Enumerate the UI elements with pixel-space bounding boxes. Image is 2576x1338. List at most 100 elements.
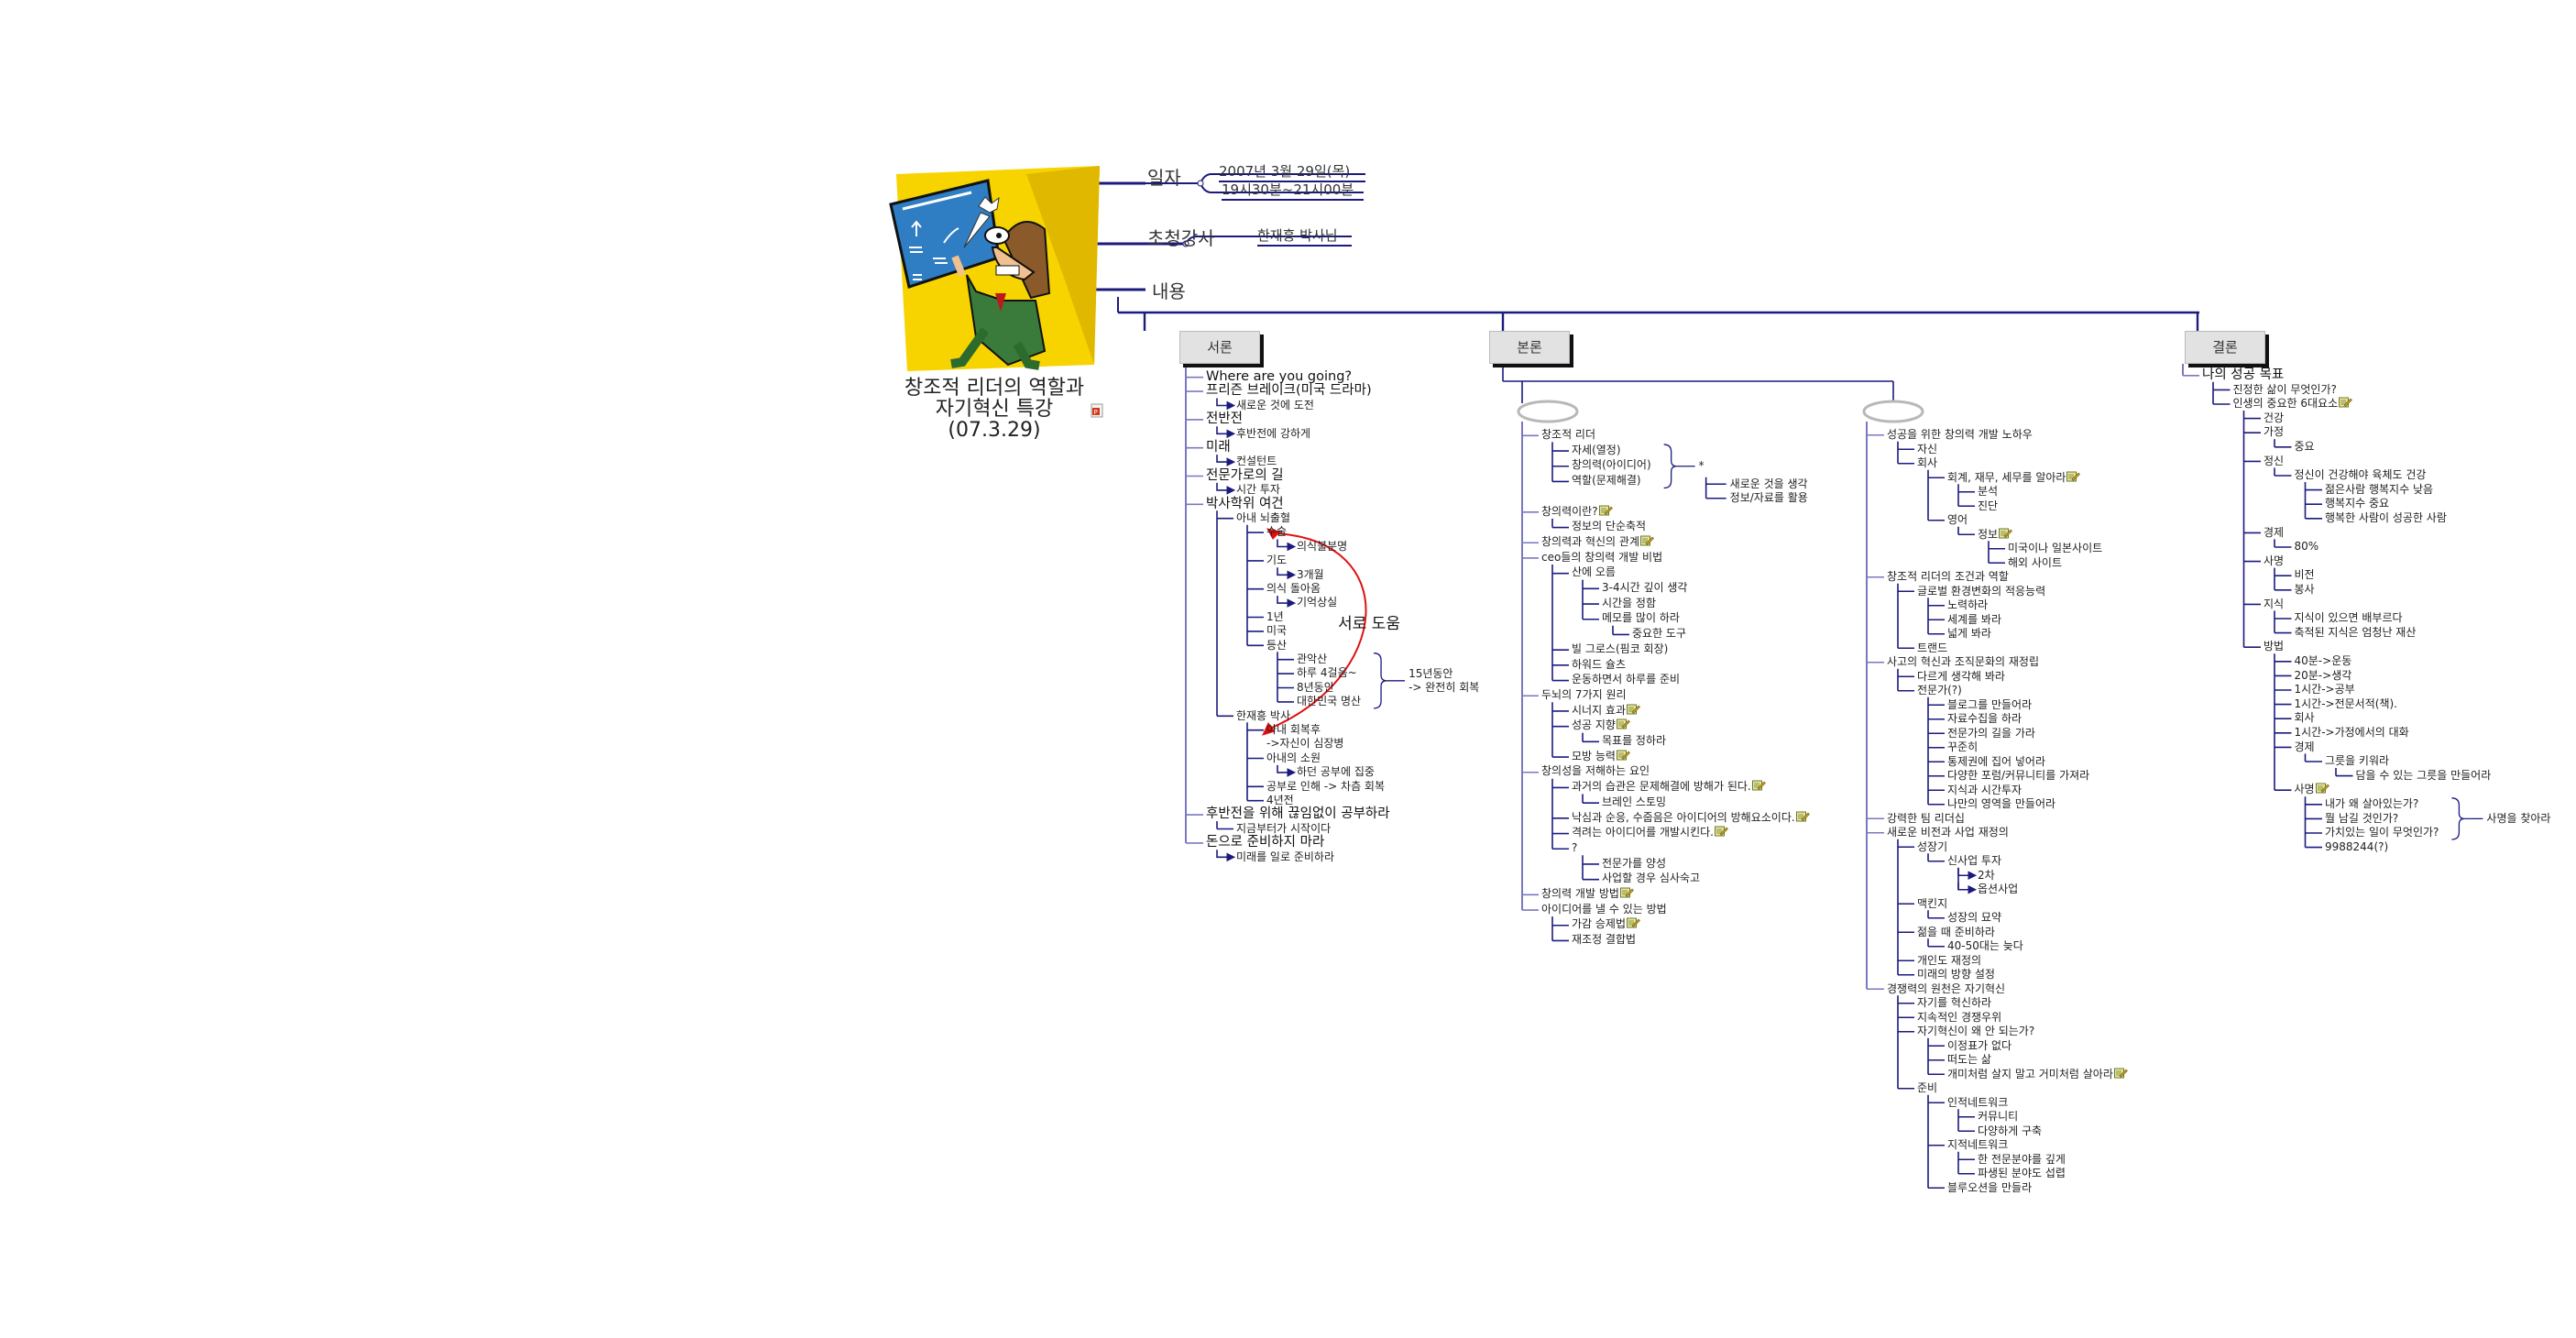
topic[interactable]: 재조정 결합법 xyxy=(1572,933,1636,947)
topic[interactable]: 박사학위 여건 xyxy=(1206,497,1284,512)
topic[interactable]: Where are you going? xyxy=(1206,369,1352,385)
topic[interactable]: 정보/자료를 활용 xyxy=(1729,491,1808,505)
topic[interactable]: 한 전문분야를 깊게 xyxy=(1978,1153,2066,1167)
topic[interactable]: 사고의 혁신과 조직문화의 재정립 xyxy=(1887,655,2039,669)
topic-content[interactable]: 내용 xyxy=(1152,280,1186,302)
topic[interactable]: 이정표가 없다 xyxy=(1947,1039,2011,1053)
topic[interactable]: 미국 xyxy=(1266,624,1287,638)
summary-topic[interactable]: 15년동안-> 완전히 회복 xyxy=(1409,667,1479,695)
topic[interactable]: 전문가(?) xyxy=(1917,684,1962,697)
topic[interactable]: 경제 xyxy=(2295,740,2315,754)
topic[interactable]: 등산 xyxy=(1266,639,1287,653)
topic[interactable]: 자기혁신이 왜 안 되는가? xyxy=(1917,1025,2034,1038)
topic[interactable]: 떠도는 삶 xyxy=(1947,1053,1991,1067)
topic[interactable]: 개인도 재정의 xyxy=(1917,954,1981,968)
topic[interactable]: ? xyxy=(1572,841,1577,855)
topic[interactable]: 사명 xyxy=(2295,783,2329,796)
topic[interactable]: 분석 xyxy=(1978,485,1998,499)
topic[interactable]: 미래의 방향 설정 xyxy=(1917,968,1995,982)
note-icon[interactable] xyxy=(2315,783,2329,794)
topic[interactable]: 아내 회복후->자신이 심장병 xyxy=(1266,723,1343,751)
topic[interactable]: 나의 성공 목표 xyxy=(2202,367,2284,383)
topic[interactable]: 의식 돌아옴 xyxy=(1266,582,1321,596)
topic[interactable]: 목표를 정하라 xyxy=(1602,734,1666,748)
topic[interactable]: 건강 xyxy=(2264,411,2284,425)
relationship-label[interactable]: 서로 도움 xyxy=(1338,615,1400,633)
topic[interactable]: 사업할 경우 심사숙고 xyxy=(1602,872,1700,885)
topic[interactable]: 1시간->가정에서의 대화 xyxy=(2295,726,2409,740)
topic[interactable]: 정신 xyxy=(2264,455,2284,468)
topic[interactable]: 신사업 투자 xyxy=(1947,854,2001,868)
note-icon[interactable] xyxy=(2066,471,2081,482)
topic[interactable]: 80% xyxy=(2295,540,2319,554)
topic[interactable]: 축적된 지식은 엄청난 재산 xyxy=(2295,626,2417,640)
topic[interactable]: 미래 xyxy=(1206,440,1231,455)
topic[interactable]: 창조적 리더 xyxy=(1541,428,1595,442)
note-icon[interactable] xyxy=(1627,704,1640,715)
floating-topic-ellipse[interactable] xyxy=(1517,400,1579,423)
topic[interactable]: 시간 투자 xyxy=(1236,483,1280,497)
topic[interactable]: 창조적 리더의 조건과 역할 xyxy=(1887,570,2009,584)
topic[interactable]: 행복한 사람이 성공한 사람 xyxy=(2325,511,2447,525)
topic[interactable]: 지식이 있으면 배부르다 xyxy=(2295,611,2403,625)
topic[interactable]: 나만의 영역을 만들어라 xyxy=(1947,797,2055,811)
topic[interactable]: 인적네트워크 xyxy=(1947,1096,2008,1110)
topic[interactable]: 관악산 xyxy=(1297,653,1327,666)
topic[interactable]: 40-50대는 늦다 xyxy=(1947,939,2023,953)
topic[interactable]: 비전 xyxy=(2295,568,2315,582)
floating-topic-ellipse[interactable] xyxy=(1862,400,1924,423)
topic[interactable]: 모방 능력 xyxy=(1572,750,1630,763)
topic[interactable]: 새로운 것에 도전 xyxy=(1236,399,1314,412)
topic[interactable]: 지식과 시간투자 xyxy=(1947,784,2022,797)
topic[interactable]: 가치있는 일이 무엇인가? xyxy=(2325,826,2439,839)
speaker-value[interactable]: 한재흥 박사님 xyxy=(1257,227,1338,244)
topic[interactable]: 봉사 xyxy=(2295,583,2315,597)
topic[interactable]: 사명 xyxy=(2264,554,2284,568)
powerpoint-file-icon[interactable]: P xyxy=(1091,403,1103,418)
topic[interactable]: 미래를 일로 준비하라 xyxy=(1236,850,1334,864)
topic[interactable]: 1시간->공부 xyxy=(2295,683,2355,696)
topic[interactable]: 메모를 많이 하라 xyxy=(1602,611,1680,625)
topic[interactable]: 글로벌 환경변화의 적응능력 xyxy=(1917,585,2045,598)
topic[interactable]: 해외 사이트 xyxy=(2008,556,2062,570)
topic[interactable]: 시간을 정함 xyxy=(1602,597,1656,610)
topic[interactable]: 성공을 위한 창의력 개발 노하우 xyxy=(1887,428,2033,442)
note-icon[interactable] xyxy=(1640,535,1654,546)
topic[interactable]: 회사 xyxy=(2295,711,2315,725)
topic[interactable]: 그릇을 키워라 xyxy=(2325,754,2389,768)
topic[interactable]: 전문가의 길을 가라 xyxy=(1947,727,2035,740)
topic[interactable]: 후반전을 위해 끊임없이 공부하라 xyxy=(1206,806,1390,822)
topic[interactable]: 다양한 포럼/커뮤니티를 가져라 xyxy=(1947,769,2089,783)
topic[interactable]: 준비 xyxy=(1917,1081,1937,1095)
topic[interactable]: 낙심과 순응, 수줍음은 아이디어의 방해요소이다. xyxy=(1572,811,1810,825)
note-icon[interactable] xyxy=(1999,528,2013,539)
topic[interactable]: 창의력이란? xyxy=(1541,505,1613,519)
topic[interactable]: 아내 뇌출혈 xyxy=(1236,511,1290,525)
topic[interactable]: 돈으로 준비하지 마라 xyxy=(1206,835,1324,850)
topic[interactable]: 두뇌의 7가지 원리 xyxy=(1541,688,1627,702)
note-icon[interactable] xyxy=(1627,917,1640,928)
topic[interactable]: 20분->생각 xyxy=(2295,669,2352,683)
topic[interactable]: 격려는 아이디어를 개발시킨다. xyxy=(1572,826,1728,839)
topic[interactable]: 새로운 것을 생각 xyxy=(1729,477,1808,490)
topic[interactable]: 정보 xyxy=(1978,528,2013,542)
topic[interactable]: 옵션사업 xyxy=(1978,883,2018,896)
summary-topic[interactable]: * xyxy=(1699,459,1705,473)
topic[interactable]: 한재흥 박사 xyxy=(1236,709,1290,723)
topic[interactable]: 새로운 비전과 사업 재정의 xyxy=(1887,826,2009,839)
topic[interactable]: 전문가로의 길 xyxy=(1206,468,1284,484)
topic[interactable]: 담을 수 있는 그릇을 만들어라 xyxy=(2356,769,2492,783)
topic[interactable]: 다양하게 구축 xyxy=(1978,1124,2042,1138)
note-icon[interactable] xyxy=(1795,811,1810,822)
topic[interactable]: 하던 공부에 집중 xyxy=(1297,765,1375,779)
topic[interactable]: 지식 xyxy=(2264,598,2284,611)
summary-topic[interactable]: 사명을 찾아라 xyxy=(2486,812,2550,826)
topic[interactable]: 기도 xyxy=(1266,554,1287,567)
topic[interactable]: 정신이 건강해야 육체도 건강 xyxy=(2295,468,2427,482)
section-header-body[interactable]: 본론 xyxy=(1489,331,1570,364)
topic[interactable]: 대한민국 명산 xyxy=(1297,695,1361,708)
topic[interactable]: 회사 xyxy=(1917,456,1937,470)
topic[interactable]: 진단 xyxy=(1978,499,1998,513)
topic[interactable]: 넓게 봐라 xyxy=(1947,627,1991,641)
topic[interactable]: 3개월 xyxy=(1297,568,1324,582)
